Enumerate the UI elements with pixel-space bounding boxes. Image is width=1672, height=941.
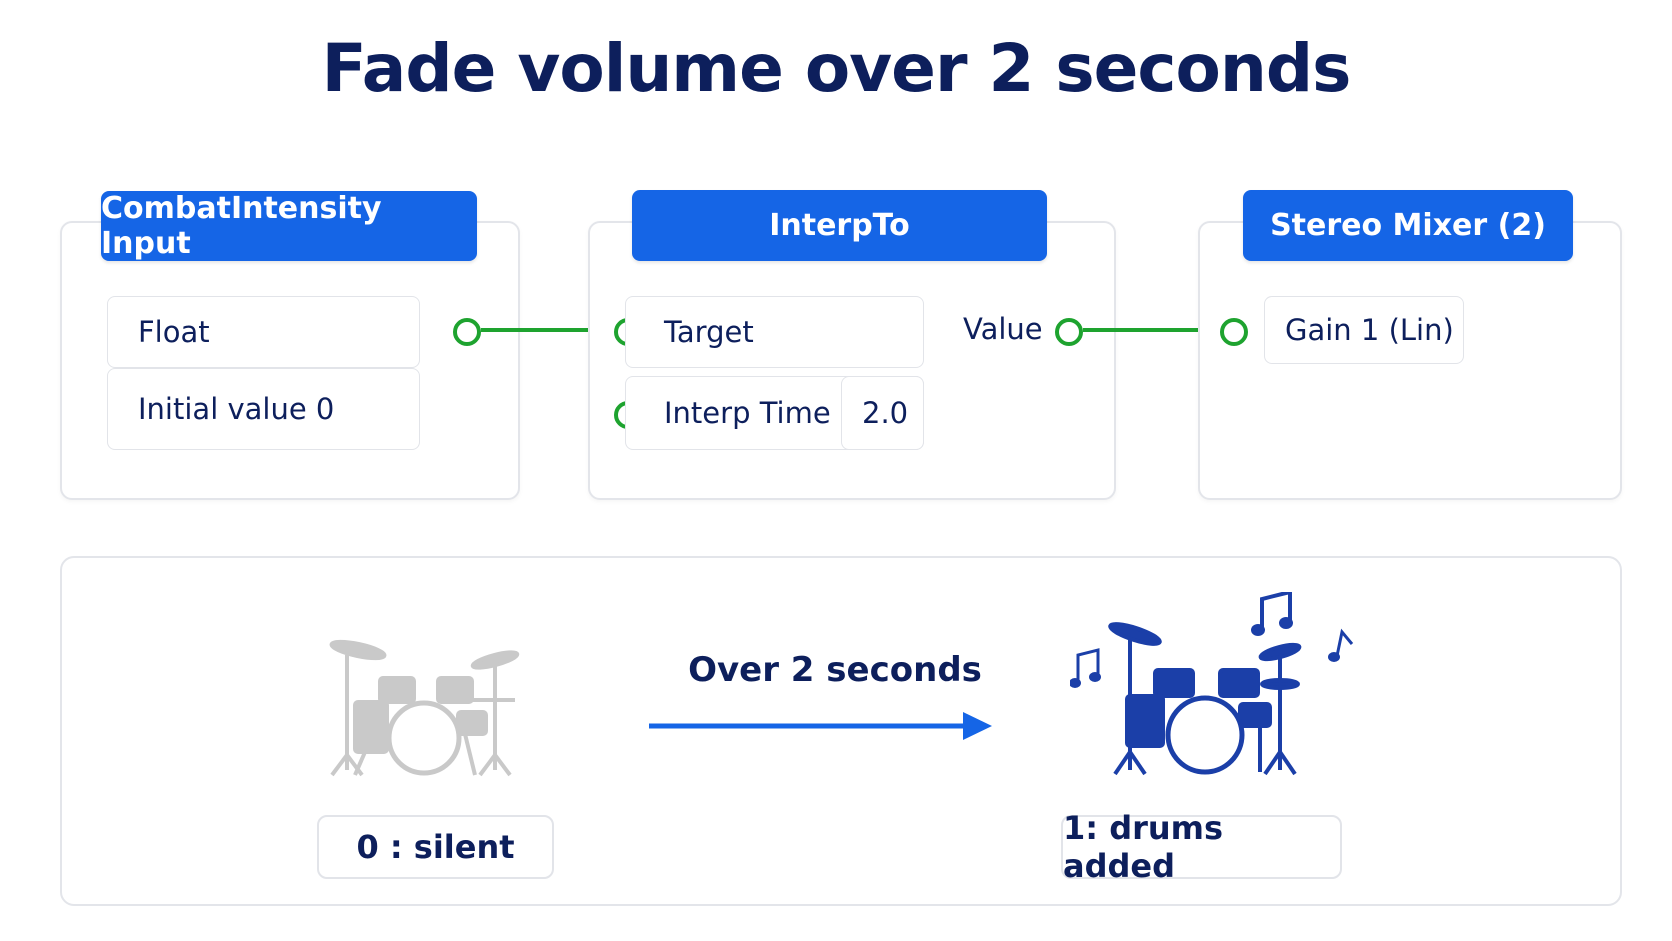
gain-input-pin[interactable] [1220, 318, 1248, 346]
gain-field[interactable]: Gain 1 (Lin) [1264, 296, 1464, 364]
target-field[interactable]: Target [625, 296, 924, 368]
interp-to-header[interactable]: InterpTo [632, 190, 1047, 261]
stereo-mixer-header[interactable]: Stereo Mixer (2) [1243, 190, 1573, 261]
transition-caption: Over 2 seconds [688, 650, 982, 690]
start-state-label: 0 : silent [317, 815, 554, 879]
value-output-label: Value [963, 312, 1043, 346]
initial-value-field[interactable]: Initial value 0 [107, 368, 420, 450]
interp-time-value-field[interactable]: 2.0 [841, 376, 924, 450]
drum-kit-playing-icon [1070, 592, 1354, 776]
float-type-field[interactable]: Float [107, 296, 420, 368]
value-output-pin[interactable] [1055, 318, 1083, 346]
combat-intensity-header[interactable]: CombatIntensity Input [101, 191, 477, 261]
wire-value-to-gain [1083, 328, 1231, 332]
transition-arrow-icon [649, 712, 992, 740]
page-title: Fade volume over 2 seconds [321, 30, 1352, 107]
end-state-label: 1: drums added [1061, 809, 1342, 885]
combat-output-pin[interactable] [453, 318, 481, 346]
interp-time-label: Interp Time [664, 396, 831, 430]
wire-combat-to-target [481, 328, 609, 332]
drum-kit-faded-icon [329, 639, 520, 777]
